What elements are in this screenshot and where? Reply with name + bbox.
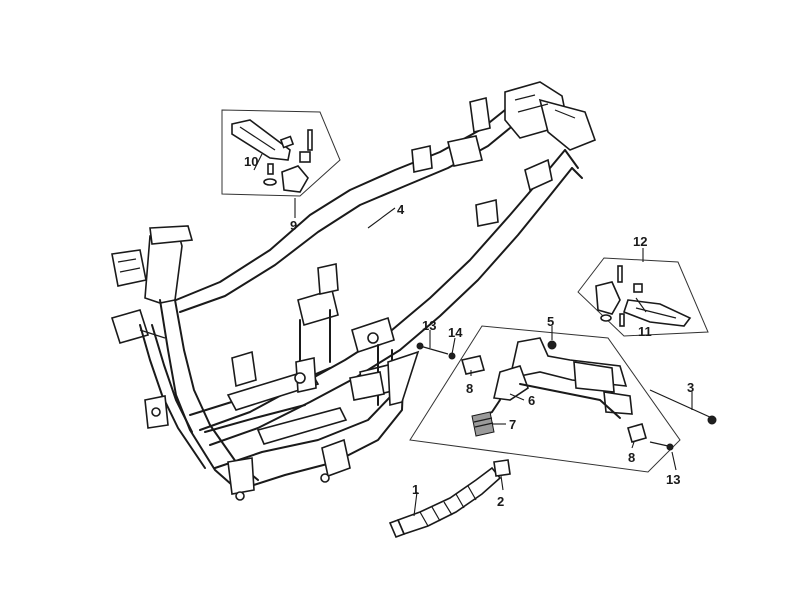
hose-part-1: [388, 466, 502, 539]
callout-5: 5: [547, 314, 554, 329]
callout-10: 10: [244, 154, 258, 169]
main-stand-assembly: [409, 325, 717, 473]
callout-11: 11: [638, 324, 652, 339]
leader-lines: [253, 153, 693, 517]
callout-3: 3: [687, 380, 694, 395]
bracket-kit-12: [577, 257, 709, 337]
callout-8b: 8: [628, 450, 635, 465]
bracket-kit-9: [221, 109, 341, 197]
main-frame: [110, 81, 597, 501]
hose-clamp-part-2: [493, 459, 511, 477]
steering-head: [110, 225, 194, 344]
callout-1: 1: [412, 482, 419, 497]
callout-4: 4: [397, 202, 405, 217]
callout-12: 12: [633, 234, 647, 249]
callout-9: 9: [290, 218, 297, 233]
callout-6: 6: [528, 393, 535, 408]
callout-2: 2: [497, 494, 504, 509]
callout-13b: 13: [666, 472, 680, 487]
callouts: 1 2 3 4 5 6 7 8 8 9 10 11 12 13 13 14: [244, 154, 694, 509]
callout-7: 7: [509, 417, 516, 432]
callout-14: 14: [448, 325, 463, 340]
callout-13a: 13: [422, 318, 436, 333]
callout-8a: 8: [466, 381, 473, 396]
